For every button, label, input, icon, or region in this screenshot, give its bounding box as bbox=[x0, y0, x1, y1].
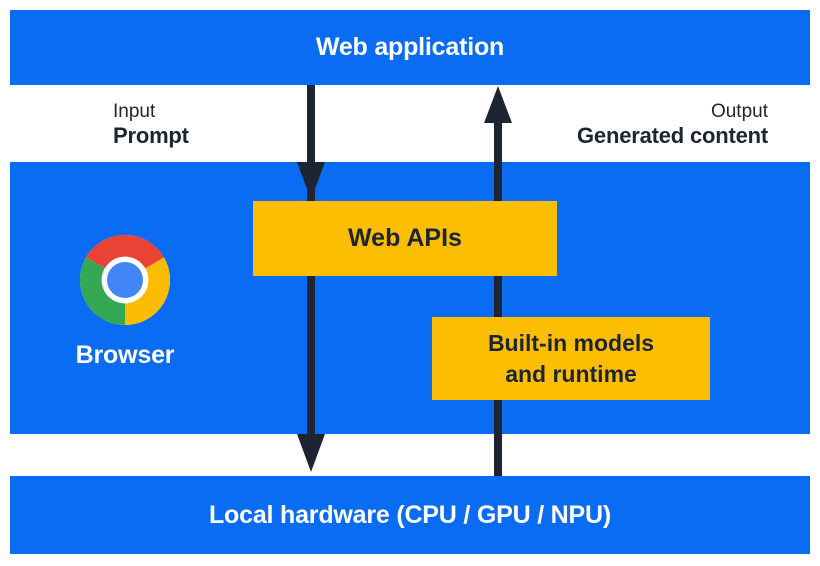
prompt-label: Prompt bbox=[113, 123, 189, 148]
web-apis-box: Web APIs bbox=[253, 201, 557, 276]
local-hardware-label: Local hardware (CPU / GPU / NPU) bbox=[208, 500, 611, 529]
local-hardware-layer: Local hardware (CPU / GPU / NPU) bbox=[10, 476, 810, 554]
generated-content-label: Generated content bbox=[577, 123, 768, 148]
builtin-models-line1: Built-in models bbox=[487, 329, 655, 356]
web-application-layer: Web application bbox=[10, 10, 810, 85]
browser-group: Browser bbox=[55, 235, 195, 370]
web-apis-label: Web APIs bbox=[348, 224, 462, 252]
input-flow-label: Input Prompt bbox=[113, 100, 189, 149]
input-label: Input bbox=[113, 101, 156, 122]
builtin-models-box: Built-in models and runtime bbox=[432, 317, 710, 400]
web-application-label: Web application bbox=[315, 33, 505, 61]
output-flow-label: Output Generated content bbox=[577, 100, 768, 149]
chrome-logo-icon bbox=[80, 235, 170, 325]
browser-label: Browser bbox=[75, 341, 175, 369]
output-label: Output bbox=[710, 101, 768, 122]
builtin-models-line2: and runtime bbox=[505, 360, 637, 387]
builtin-models-label: Built-in models and runtime bbox=[488, 328, 654, 390]
